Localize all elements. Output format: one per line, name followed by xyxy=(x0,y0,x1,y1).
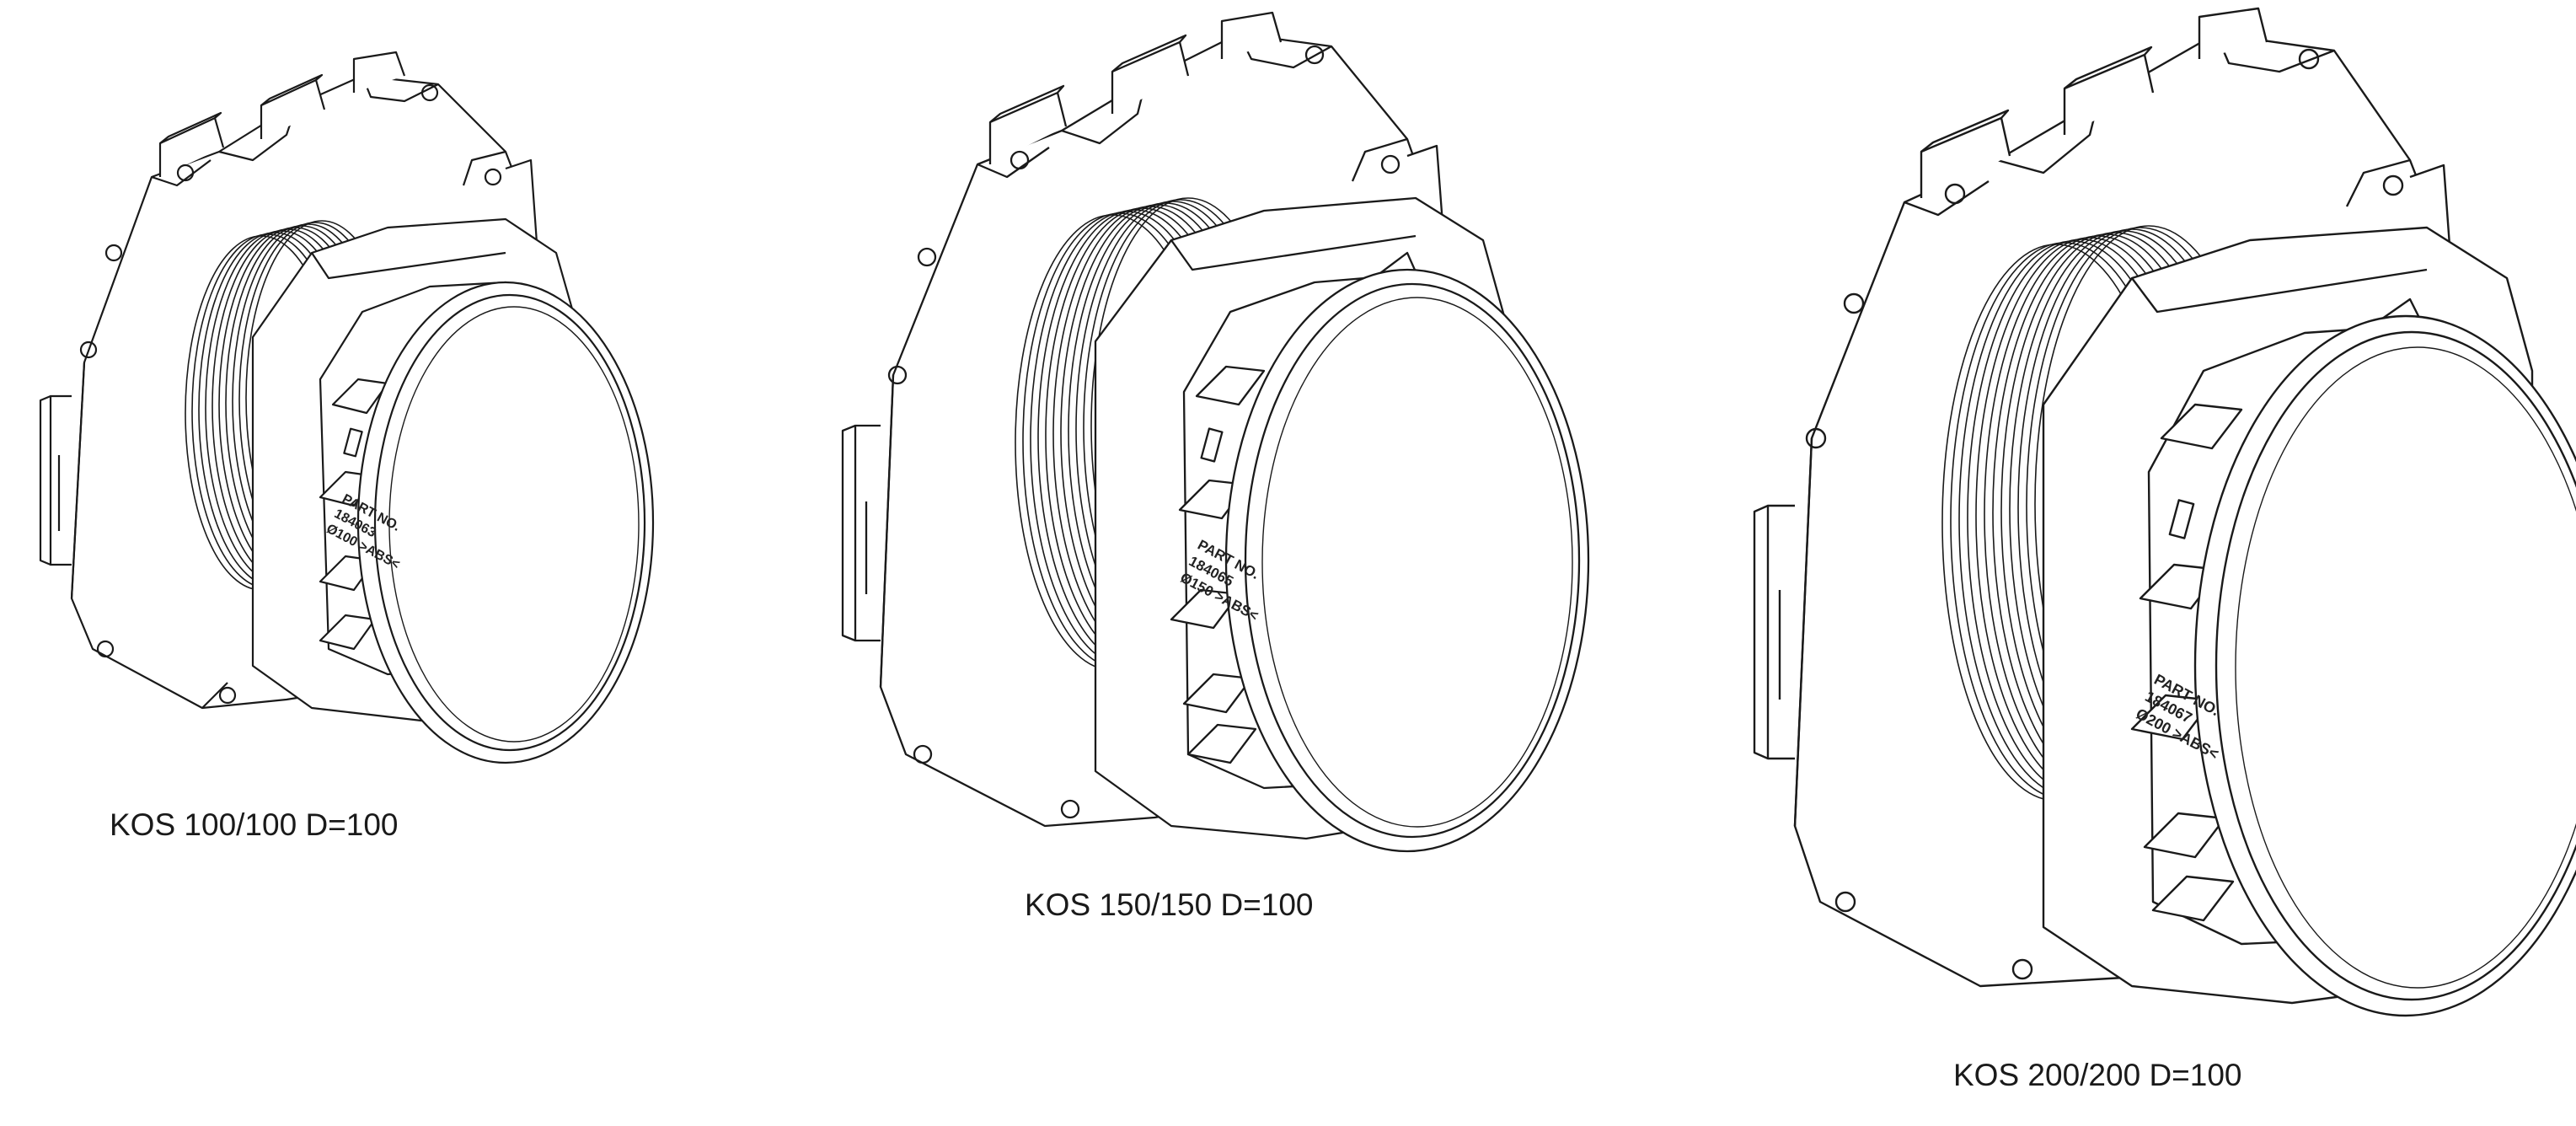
pipe-outlet-outer xyxy=(1224,268,1590,853)
mounting-tab xyxy=(1920,116,2011,198)
screw-hole xyxy=(1010,150,1030,170)
slot xyxy=(343,427,363,458)
screw-hole xyxy=(917,247,937,267)
part-kos-100: PART NO. 184063 Ø100 >ABS< xyxy=(34,51,655,764)
pipe-outlet-outer xyxy=(2193,314,2576,1017)
screw-hole xyxy=(1805,427,1827,449)
screw-hole xyxy=(1834,891,1856,913)
screw-hole xyxy=(104,244,123,262)
screw-hole xyxy=(420,83,439,102)
part-kos-200: PART NO. 184067 Ø200 >ABS< xyxy=(1744,7,2576,1017)
part-kos-200-drawing: PART NO. 184067 Ø200 >ABS< xyxy=(1753,7,2576,1017)
screw-hole xyxy=(1843,292,1865,314)
pipe-outlet-inner xyxy=(373,293,646,752)
screw-hole xyxy=(2011,958,2033,980)
part-label: KOS 150/150 D=100 xyxy=(1025,887,1314,922)
part-label: KOS 200/200 D=100 xyxy=(1953,1058,2242,1092)
mounting-tab xyxy=(2063,53,2155,135)
screw-hole xyxy=(176,164,195,182)
mounting-tab xyxy=(158,116,225,177)
mounting-tab xyxy=(260,78,326,139)
screw-hole xyxy=(2298,48,2320,70)
clip xyxy=(1195,365,1266,406)
screw-hole xyxy=(2382,174,2404,196)
screw-hole xyxy=(913,744,933,764)
slot xyxy=(1200,427,1224,463)
mounting-tab xyxy=(1220,11,1283,59)
part-kos-150: PART NO. 184065 Ø150 >ABS< xyxy=(834,11,1590,853)
mounting-tab xyxy=(1111,40,1190,114)
part-kos-150-drawing: PART NO. 184065 Ø150 >ABS< xyxy=(841,11,1590,853)
mounting-tab xyxy=(1766,504,1795,760)
screw-hole xyxy=(1304,45,1325,65)
screw-hole xyxy=(96,640,115,658)
pipe-outlet-inner xyxy=(1244,282,1581,839)
part-label: KOS 100/100 D=100 xyxy=(110,807,399,842)
mounting-tab xyxy=(988,91,1068,164)
screw-hole xyxy=(79,340,98,359)
mounting-tab xyxy=(854,424,881,642)
mounting-tab xyxy=(352,51,406,93)
clip xyxy=(2160,403,2243,450)
part-kos-100-drawing: PART NO. 184063 Ø100 >ABS< xyxy=(39,51,655,764)
screw-hole xyxy=(1060,799,1080,819)
screw-hole xyxy=(218,686,237,705)
clip xyxy=(1186,723,1257,764)
screw-hole xyxy=(484,168,502,186)
pipe-outlet-outer xyxy=(356,281,655,764)
screw-hole xyxy=(1380,154,1400,174)
pipe-outlet-inner xyxy=(2215,330,2576,1001)
screw-hole xyxy=(1944,183,1966,205)
mounting-tab xyxy=(49,394,72,566)
screw-hole xyxy=(887,365,908,385)
clip xyxy=(2151,875,2235,922)
slot xyxy=(2168,499,2195,539)
mounting-tab xyxy=(2198,7,2268,59)
